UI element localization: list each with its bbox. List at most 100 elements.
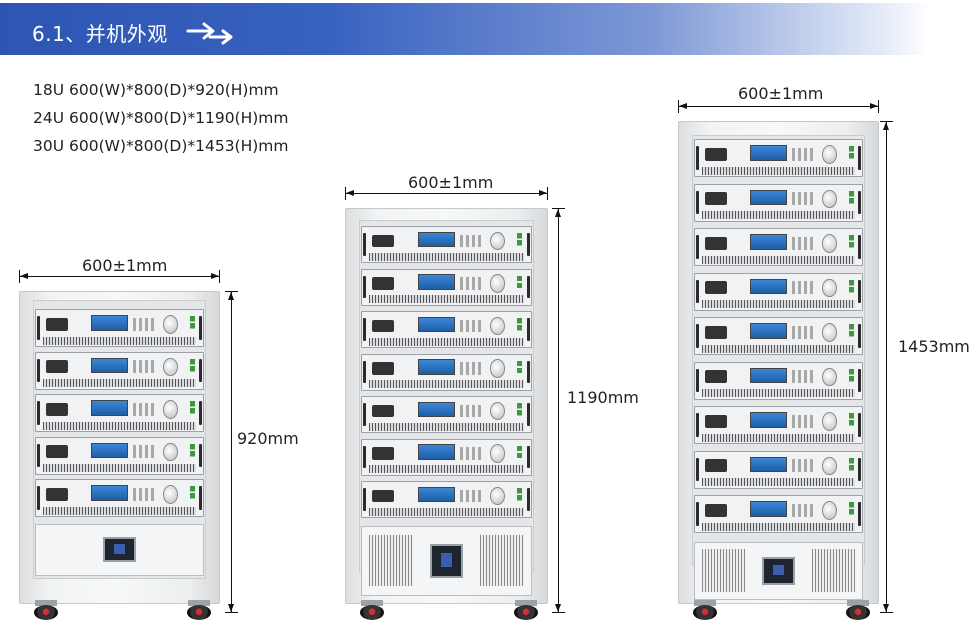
caster-mount <box>361 600 384 606</box>
handle-icon <box>37 443 41 468</box>
dimension-tick <box>552 612 565 613</box>
knob-icon <box>821 412 837 431</box>
status-led <box>517 445 523 464</box>
status-led <box>517 360 523 379</box>
status-led <box>517 318 523 336</box>
handle-icon <box>696 190 700 215</box>
caster-wheel <box>34 605 59 620</box>
width-dimension-line <box>345 193 548 194</box>
caster-wheel <box>186 605 211 620</box>
double-arrow-right-icon <box>186 22 233 45</box>
vent-grille <box>368 422 525 431</box>
keypad <box>132 402 157 416</box>
caster-mount <box>187 600 210 606</box>
vent-grille <box>701 255 856 264</box>
arrow-right-icon <box>539 190 547 196</box>
vent-grille <box>701 211 856 220</box>
cabinet-18u-height-label: 920mm <box>237 429 299 448</box>
terminal-block <box>46 317 68 331</box>
terminal-block <box>46 402 68 416</box>
caster-wheel-icon <box>184 600 214 620</box>
vent-grille <box>701 344 856 353</box>
keypad <box>459 447 484 460</box>
caster-wheel-icon <box>511 600 541 620</box>
handle-icon <box>857 457 861 482</box>
handle-icon <box>37 486 41 510</box>
vent-grille <box>42 336 197 345</box>
power-module <box>694 183 863 222</box>
power-module <box>35 394 204 432</box>
vent-grille <box>42 464 197 473</box>
dimension-tick <box>345 187 346 200</box>
cabinet-bottom-panel <box>361 525 532 596</box>
knob-icon <box>490 401 506 421</box>
handle-icon <box>198 401 202 425</box>
power-module <box>694 272 863 311</box>
status-led <box>848 457 854 476</box>
display-screen <box>91 315 128 331</box>
handle-icon <box>363 403 367 426</box>
knob-icon <box>821 323 837 342</box>
handle-icon <box>198 486 202 510</box>
power-module <box>35 479 204 517</box>
keypad <box>132 487 157 501</box>
status-led <box>189 401 195 420</box>
handle-icon <box>37 401 41 425</box>
dimension-tick <box>880 612 893 613</box>
display-screen <box>91 400 128 416</box>
status-led <box>517 233 523 251</box>
keypad <box>459 319 484 333</box>
power-module <box>694 317 863 355</box>
knob-icon <box>821 278 837 298</box>
knob-icon <box>162 315 178 334</box>
vent-grille <box>368 507 525 516</box>
power-module <box>35 309 204 347</box>
power-module <box>694 361 863 400</box>
display-screen <box>750 234 787 250</box>
power-module <box>694 406 863 444</box>
status-led <box>848 279 854 298</box>
knob-icon <box>490 486 506 506</box>
knob-icon <box>490 231 506 251</box>
handle-icon <box>696 146 700 170</box>
terminal-block <box>705 325 727 339</box>
section-title: 6.1、并机外观 <box>32 22 168 46</box>
cabinet-30u-height-label: 1453mm <box>898 337 970 356</box>
keypad <box>459 404 484 418</box>
handle-icon <box>526 403 530 426</box>
knob-icon <box>490 444 506 463</box>
width-dimension-line <box>678 106 879 107</box>
status-led <box>848 146 854 165</box>
knob-icon <box>162 357 178 377</box>
power-module <box>361 311 532 348</box>
caster-mount <box>515 600 538 606</box>
power-module <box>361 438 532 476</box>
terminal-block <box>372 277 395 290</box>
display-screen <box>91 357 128 374</box>
display-screen <box>750 367 787 384</box>
handle-icon <box>526 233 530 256</box>
dimension-tick <box>225 291 238 292</box>
keypad <box>791 281 816 295</box>
caster-wheel <box>693 605 718 620</box>
handle-icon <box>526 445 530 469</box>
arrow-up-icon <box>228 292 234 300</box>
knob-icon <box>490 359 506 378</box>
arrow-down-icon <box>883 604 889 612</box>
caster-wheel-icon <box>31 600 61 620</box>
caster-wheel <box>514 605 539 620</box>
knob-icon <box>490 274 506 293</box>
dimension-tick <box>678 100 679 113</box>
control-panel <box>102 537 137 562</box>
terminal-block <box>46 487 68 501</box>
cabinet-bottom-panel <box>694 541 863 600</box>
keypad <box>791 192 816 206</box>
knob-icon <box>821 456 837 476</box>
vent-grille <box>701 549 746 592</box>
power-module <box>361 226 532 263</box>
terminal-block <box>705 414 727 428</box>
display-screen <box>750 323 787 339</box>
display-screen <box>91 485 128 501</box>
handle-icon <box>857 502 861 526</box>
vent-grille <box>701 522 856 531</box>
